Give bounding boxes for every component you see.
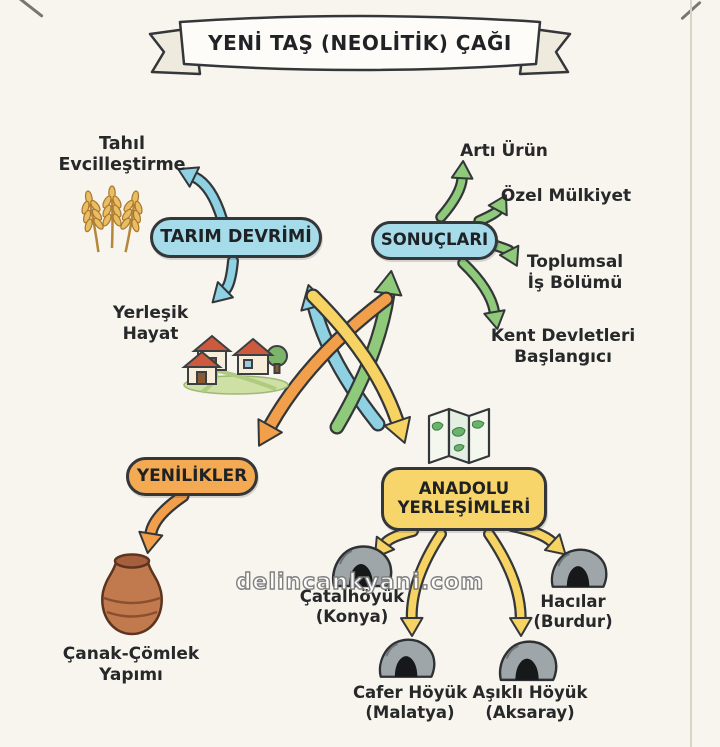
arrow-sonuclar-to-kent-devletleri <box>457 257 506 330</box>
cave-icon-asikli-hoyuk <box>498 640 558 682</box>
map-icon <box>427 407 491 465</box>
node-yenilikler: YENİLİKLER <box>126 457 258 496</box>
arrow-tarim-to-yerlesik <box>211 255 239 304</box>
cave-icon-hacilar <box>550 548 608 588</box>
page-edge-line <box>690 0 692 747</box>
wheat-icon <box>75 184 149 254</box>
node-sonuclari-label: SONUÇLARI <box>380 230 489 250</box>
label-yerlesik-hayat: Yerleşik Hayat <box>112 303 189 344</box>
arrow-sonuclar-to-arti-urun <box>435 160 474 223</box>
label-asikli-hoyuk: Aşıklı Höyük (Aksaray) <box>472 683 588 723</box>
label-hacilar: Hacılar (Burdur) <box>533 592 613 632</box>
label-tahil-evcillestirme: Tahıl Evcilleştirme <box>58 134 186 176</box>
title-banner: YENİ TAŞ (NEOLİTİK) ÇAĞI <box>140 8 580 82</box>
village-icon <box>181 334 289 395</box>
label-toplumsal-is-bolumu: Toplumsal İş Bölümü <box>526 252 624 293</box>
arrow-tarim-to-tahil <box>177 166 228 225</box>
node-anadolu-yerlesimleri: ANADOLU YERLEŞİMLERİ <box>381 467 547 531</box>
node-anadolu-yerlesimleri-label: ANADOLU YERLEŞİMLERİ <box>397 479 531 517</box>
label-kent-devletleri: Kent Devletleri Başlangıcı <box>490 326 636 367</box>
node-sonuclari: SONUÇLARI <box>371 221 498 260</box>
banner-ribbon-graphic <box>148 14 572 76</box>
page-title: YENİ TAŞ (NEOLİTİK) ÇAĞI <box>208 31 512 55</box>
cave-icon-cafer-hoyuk <box>378 638 436 678</box>
pottery-icon <box>101 553 163 636</box>
label-canak-comlek: Çanak-Çömlek Yapımı <box>62 644 200 685</box>
node-yenilikler-label: YENİLİKLER <box>136 465 248 486</box>
watermark-text: delincankyani.com <box>235 569 485 595</box>
label-ozel-mulkiyet: Özel Mülkiyet <box>500 186 632 206</box>
arrow-center-orange-to-yenilikler <box>257 291 394 447</box>
arrow-anadolu-to-cafer-hoyuk <box>399 528 447 637</box>
node-tarim-devrimi: TARIM DEVRİMİ <box>150 217 322 258</box>
arrow-center-yellow-to-anadolu <box>305 288 411 444</box>
node-tarim-devrimi-label: TARIM DEVRİMİ <box>160 227 312 248</box>
arrow-sonuclar-to-ozel-mulkiyet <box>473 194 508 227</box>
label-cafer-hoyuk: Cafer Höyük (Malatya) <box>352 683 468 723</box>
arrow-yenilikler-to-pottery <box>138 489 190 554</box>
label-arti-urun: Artı Ürün <box>460 141 548 161</box>
arrow-anadolu-to-asikli-hoyuk <box>483 528 533 637</box>
label-catalhoyuk: Çatalhöyük (Konya) <box>299 587 405 627</box>
